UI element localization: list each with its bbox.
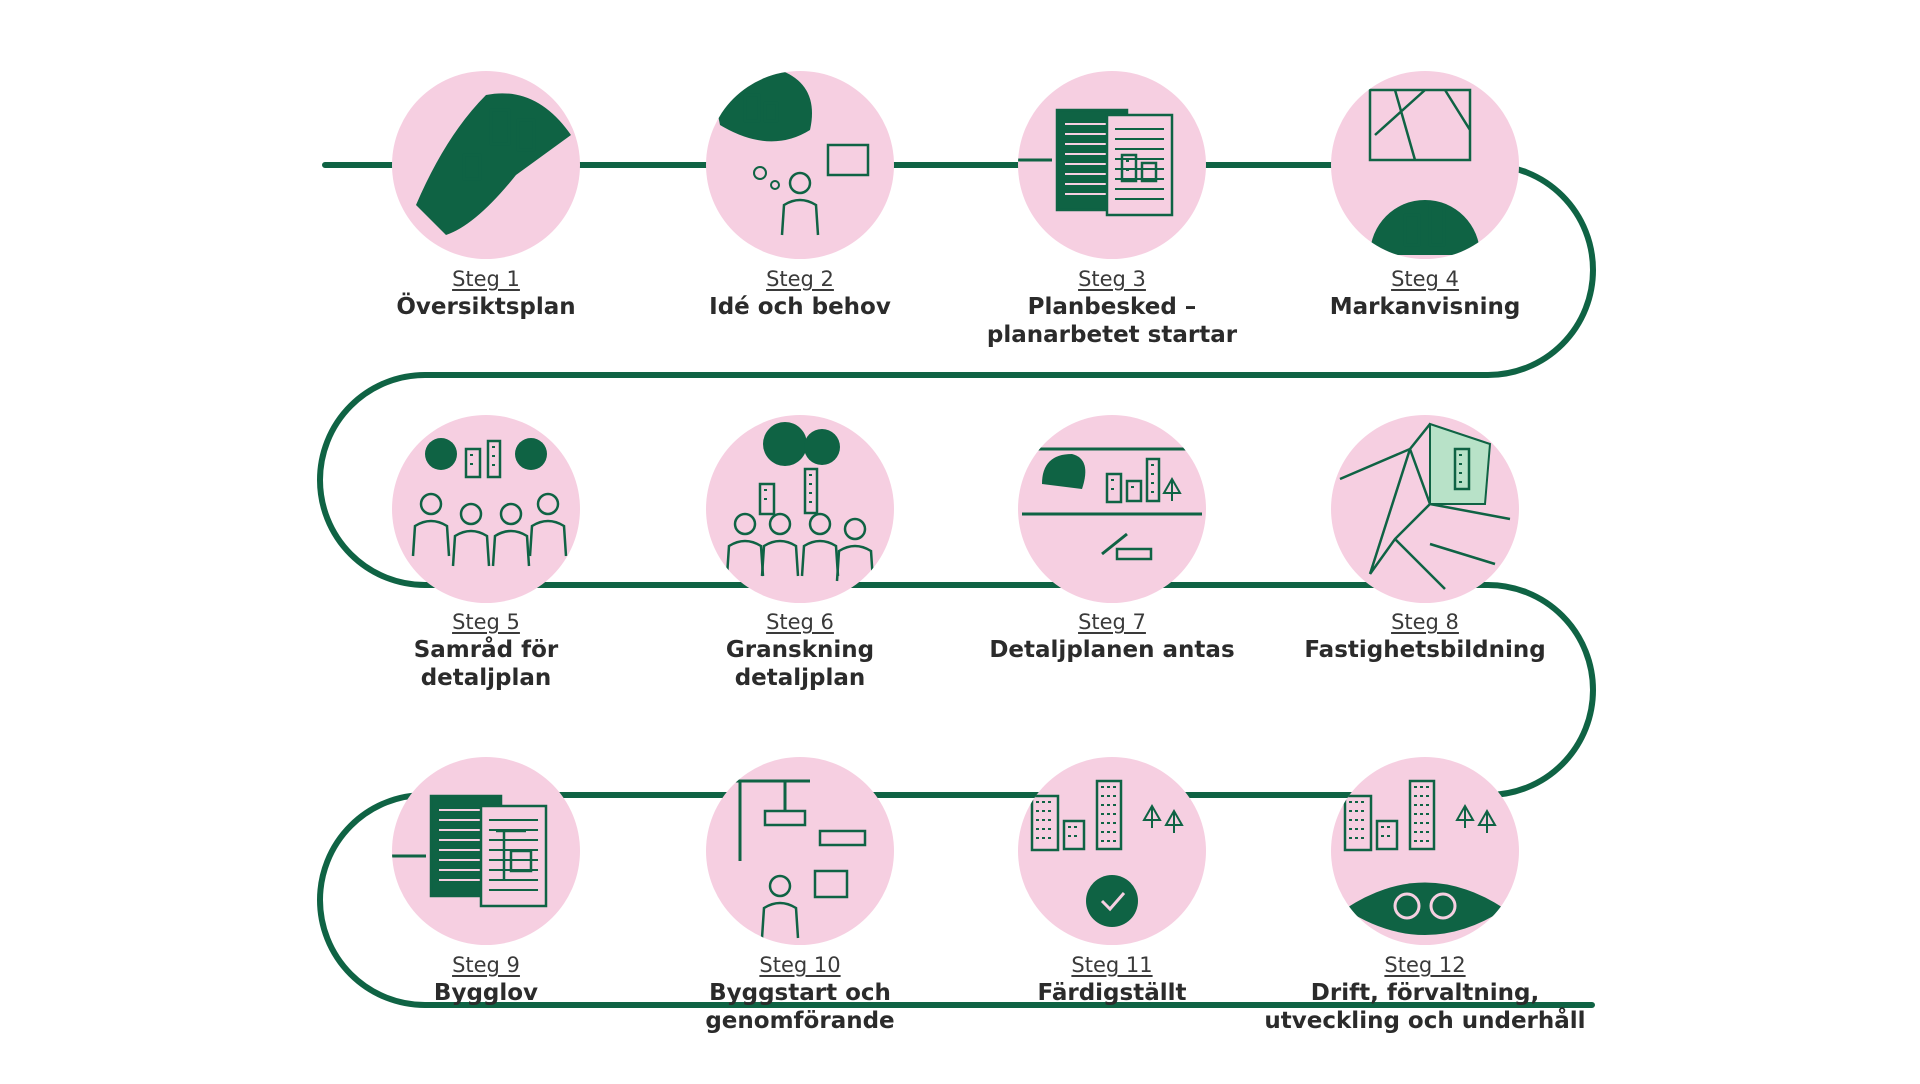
step-kicker: Steg 11 — [1071, 953, 1153, 977]
property-map-icon — [1339, 422, 1511, 590]
step-kicker: Steg 2 — [766, 267, 834, 291]
step-circle-10 — [706, 757, 894, 945]
step-kicker: Steg 6 — [766, 610, 834, 634]
step-kicker: Steg 7 — [1078, 610, 1146, 634]
step-circle-12 — [1331, 757, 1519, 945]
step-title: Drift, förvaltning, utveckling och under… — [1264, 980, 1586, 1034]
maintenance-gears-icon — [1343, 779, 1505, 935]
step-circle-7 — [1018, 415, 1206, 603]
step-title: Planbesked – planarbetet startar — [986, 294, 1238, 348]
step-label-8: Steg 8 Fastighetsbildning — [1245, 610, 1605, 664]
step-circle-2 — [706, 71, 894, 259]
step-circle-bg — [392, 415, 580, 603]
step-title: Fastighetsbildning — [1304, 637, 1546, 663]
step-kicker: Steg 3 — [1078, 267, 1146, 291]
step-kicker: Steg 9 — [452, 953, 520, 977]
step-circle-5 — [392, 415, 580, 603]
step-circle-bg — [1018, 415, 1206, 603]
step-label-6: Steg 6 Granskning detaljplan — [620, 610, 980, 692]
step-kicker: Steg 5 — [452, 610, 520, 634]
step-label-10: Steg 10 Byggstart och genomförande — [620, 953, 980, 1035]
city-map-icon — [416, 93, 571, 235]
step-circle-bg — [1331, 71, 1519, 259]
step-title: Bygglov — [433, 980, 539, 1006]
step-title: Samråd för detaljplan — [413, 637, 559, 691]
building-permit-icon — [392, 794, 548, 908]
completed-buildings-icon — [1030, 779, 1184, 927]
step-title: Idé och behov — [709, 294, 891, 320]
consultation-people-icon — [411, 438, 568, 567]
step-circle-1 — [392, 71, 580, 259]
process-path — [317, 162, 1596, 1008]
step-label-1: Steg 1 Översiktsplan — [306, 267, 666, 321]
step-label-9: Steg 9 Bygglov — [306, 953, 666, 1007]
step-kicker: Steg 10 — [759, 953, 841, 977]
step-label-5: Steg 5 Samråd för detaljplan — [306, 610, 666, 692]
step-circle-9 — [392, 757, 580, 945]
step-label-7: Steg 7 Detaljplanen antas — [932, 610, 1292, 664]
step-title: Översiktsplan — [396, 294, 576, 320]
step-title: Detaljplanen antas — [989, 637, 1235, 663]
step-circle-3 — [1018, 71, 1206, 259]
step-kicker: Steg 12 — [1384, 953, 1466, 977]
step-title: Byggstart och genomförande — [705, 980, 895, 1034]
step-title: Markanvisning — [1329, 294, 1521, 320]
step-circle-bg — [706, 415, 894, 603]
step-circle-6 — [706, 415, 894, 603]
step-label-11: Steg 11 Färdigställt — [932, 953, 1292, 1007]
step-circle-4 — [1331, 71, 1519, 259]
gavel-icon — [1022, 447, 1202, 561]
step-kicker: Steg 8 — [1391, 610, 1459, 634]
step-circle-8 — [1331, 415, 1519, 603]
step-circle-bg — [1018, 757, 1206, 945]
step-circle-bg — [706, 757, 894, 945]
step-kicker: Steg 1 — [452, 267, 520, 291]
step-title: Granskning detaljplan — [725, 637, 875, 691]
step-label-4: Steg 4 Markanvisning — [1245, 267, 1605, 321]
step-label-3: Steg 3 Planbesked – planarbetet startar — [932, 267, 1292, 349]
step-label-12: Steg 12 Drift, förvaltning, utveckling o… — [1245, 953, 1605, 1035]
step-circle-11 — [1018, 757, 1206, 945]
step-kicker: Steg 4 — [1391, 267, 1459, 291]
step-label-2: Steg 2 Idé och behov — [620, 267, 980, 321]
land-map-icon — [1368, 88, 1480, 255]
construction-crane-icon — [720, 779, 867, 939]
documents-icon — [1018, 108, 1174, 217]
step-title: Färdigställt — [1037, 980, 1187, 1006]
review-people-icon — [725, 422, 875, 582]
